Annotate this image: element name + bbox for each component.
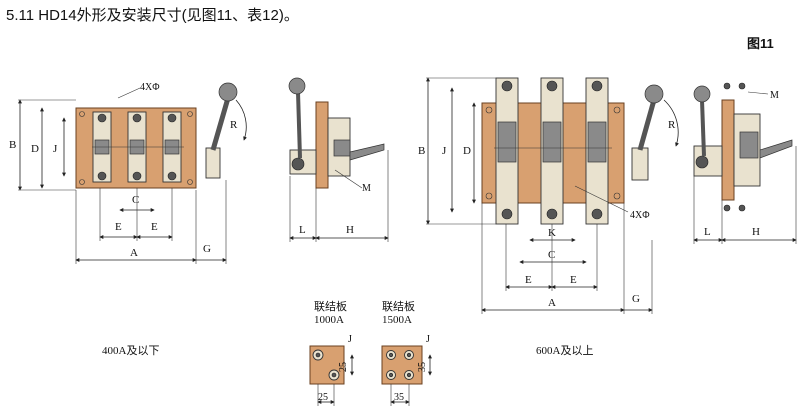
dim-label-g: G [632, 293, 640, 305]
link-plate-title: 联结板 [382, 299, 415, 313]
front-view-large-dims: B J D K C E E A G 4XΦ R [418, 77, 676, 314]
front-view-small-dims [18, 87, 227, 264]
link-plate-pitch-h: 25 [318, 392, 328, 403]
figure-number: 图11 [747, 36, 774, 51]
dim-label-j: J [348, 334, 352, 345]
dim-label-k: K [548, 227, 556, 239]
dim-label-g: G [203, 243, 211, 255]
dim-label-a: A [548, 297, 556, 309]
dim-label-e: E [525, 274, 532, 286]
dim-label-j: J [442, 145, 447, 157]
dim-label-m: M [770, 90, 779, 101]
link-plate-pitch-v: 35 [417, 362, 428, 372]
pole-large-2 [540, 77, 564, 225]
link-plate-title: 联结板 [314, 299, 347, 313]
dim-label-j: J [426, 334, 430, 345]
dim-label-r: R [230, 119, 238, 131]
dim-label-c: C [548, 249, 555, 261]
dim-label-c: C [132, 194, 139, 206]
dim-label-l: L [704, 226, 711, 238]
side-view-small [288, 77, 385, 189]
caption-small-range: 400A及以下 [102, 345, 159, 357]
dim-label-holes: 4XΦ [140, 82, 160, 93]
dim-label-a: A [130, 247, 138, 259]
front-view-large [481, 77, 679, 225]
dim-label-r: R [668, 119, 676, 131]
page-title: 5.11 HD14外形及安装尺寸(见图11、表12)。 [6, 7, 299, 24]
link-plate-pitch-v: 25 [338, 362, 349, 372]
link-plate-rating: 1500A [382, 314, 412, 326]
dim-label-holes: 4XΦ [630, 210, 650, 221]
link-plate-1500a: 联结板 1500A 35 35 J [381, 299, 432, 406]
side-view-large-dims: L H M [693, 90, 797, 244]
handle-knob [218, 82, 238, 102]
front-view-small-labels: B D J C E E A G 4XΦ R [9, 82, 238, 259]
dim-label-b: B [9, 139, 16, 151]
dim-label-d: D [31, 143, 39, 155]
dim-label-l: L [299, 224, 306, 236]
dim-label-e: E [151, 221, 158, 233]
link-plate-pitch-h: 35 [394, 392, 404, 403]
dim-label-m: M [362, 183, 371, 194]
dim-label-h: H [752, 226, 760, 238]
side-view-large [693, 82, 793, 212]
pole-large-1 [495, 77, 519, 225]
dim-label-e: E [115, 221, 122, 233]
side-view-small-dims: L H M [289, 150, 389, 242]
handle-base [205, 147, 221, 179]
dim-label-d: D [463, 145, 471, 157]
pole-large-3 [585, 77, 609, 225]
dim-label-h: H [346, 224, 354, 236]
link-plate-1000a: 联结板 1000A 25 25 J [309, 299, 354, 406]
dim-label-j: J [53, 143, 58, 155]
side-plate [315, 101, 329, 189]
front-view-small [75, 82, 247, 189]
caption-large-range: 600A及以上 [536, 344, 593, 357]
link-plate-rating: 1000A [314, 314, 344, 326]
dim-label-e: E [570, 274, 577, 286]
dim-label-b: B [418, 145, 425, 157]
